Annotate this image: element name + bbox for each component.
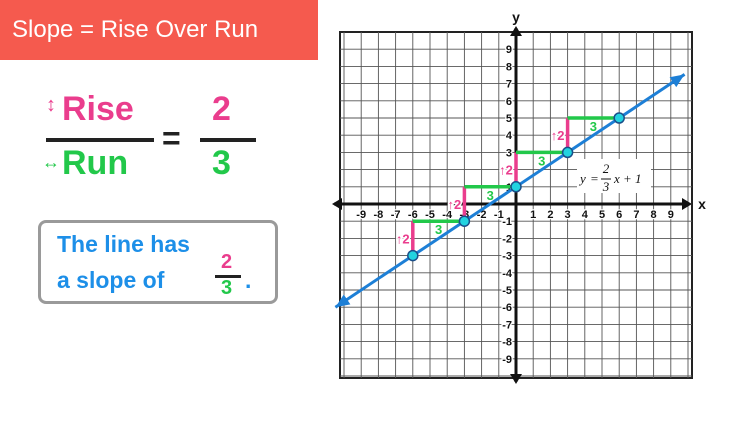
run-step-label: 3: [538, 153, 545, 168]
y-tick-label: 4: [506, 130, 513, 142]
x-tick-label: -6: [408, 209, 418, 221]
y-tick-label: -6: [502, 302, 512, 314]
y-tick-label: 8: [506, 61, 512, 73]
x-tick-label: 8: [651, 209, 657, 221]
x-tick-label: -1: [494, 209, 504, 221]
rise-over-run-ratio: ↕ Rise ↔ Run = 2 3: [40, 90, 270, 190]
rise-step-label: ↑2: [499, 163, 513, 178]
y-tick-label: 5: [506, 113, 512, 125]
equation-y: y: [578, 171, 586, 186]
vertical-arrow-icon: ↕: [46, 94, 56, 116]
y-tick-label: 3: [506, 147, 512, 159]
x-tick-label: -4: [442, 209, 453, 221]
y-tick-label: -1: [502, 216, 512, 228]
rise-step-label: ↑2: [448, 197, 462, 212]
data-point: [510, 181, 522, 193]
equation-background: [577, 159, 651, 193]
line-arrow-upper: [669, 74, 685, 88]
fraction-bar-left: [46, 138, 154, 142]
x-tick-label: 7: [633, 209, 639, 221]
data-point: [613, 112, 625, 124]
run-step-label: 3: [435, 222, 442, 237]
slope-statement-line1: The line has: [57, 231, 190, 257]
y-tick-label: 7: [506, 79, 512, 91]
x-tick-label: -9: [356, 209, 366, 221]
equation-equals: =: [590, 171, 599, 186]
x-tick-label: 5: [599, 209, 605, 221]
ratio-denominator: 3: [212, 144, 231, 182]
y-tick-label: -5: [502, 285, 512, 297]
x-tick-label: 1: [530, 209, 536, 221]
y-tick-label: -3: [502, 251, 512, 263]
horizontal-arrow-icon: ↔: [42, 152, 60, 172]
x-tick-label: -5: [425, 209, 435, 221]
equals-sign: =: [162, 120, 181, 156]
data-point: [561, 146, 574, 159]
equation-denominator: 3: [602, 179, 610, 194]
run-step-label: 3: [590, 119, 597, 134]
slope-statement-line2: a slope of: [57, 267, 165, 293]
y-axis-label: y: [512, 9, 520, 25]
x-axis-arrow-left: [332, 198, 342, 210]
y-tick-label: 6: [506, 96, 512, 108]
y-tick-label: -8: [502, 337, 512, 349]
y-tick-label: -4: [502, 268, 513, 280]
data-point: [407, 249, 419, 262]
y-tick-label: -2: [502, 233, 512, 245]
linear-function-line: [334, 73, 686, 309]
x-tick-label: 3: [565, 209, 571, 221]
x-tick-label: 2: [547, 209, 553, 221]
y-tick-label: 2: [506, 165, 512, 177]
rise-label: Rise: [62, 90, 134, 128]
run-label: Run: [62, 144, 129, 182]
slope-statement-box: The line has a slope of 2 3 .: [38, 220, 278, 304]
y-tick-label: -7: [502, 319, 512, 331]
equation-rest: x + 1: [613, 171, 642, 186]
title-text: Slope = Rise Over Run: [12, 16, 259, 43]
x-tick-label: -7: [391, 209, 401, 221]
rise-step-label: ↑2: [396, 231, 410, 246]
x-tick-label: 4: [582, 209, 589, 221]
fraction-bar-right: [200, 138, 256, 142]
y-tick-label: -9: [502, 354, 512, 366]
x-tick-label: -8: [374, 209, 384, 221]
slope-period: .: [245, 267, 252, 293]
x-tick-label: 6: [616, 209, 622, 221]
y-axis-arrow-down: [510, 374, 522, 384]
x-axis-arrow-right: [682, 198, 692, 210]
y-tick-label: 9: [506, 44, 512, 56]
ratio-numerator: 2: [212, 90, 231, 128]
y-axis-arrow-up: [510, 26, 522, 36]
x-tick-label: 9: [668, 209, 674, 221]
slope-numerator: 2: [221, 251, 233, 273]
x-axis-label: x: [698, 196, 706, 212]
title-banner: Slope = Rise Over Run: [0, 0, 318, 60]
data-point: [458, 215, 471, 227]
equation-numerator: 2: [603, 161, 610, 176]
rise-step-label: ↑2: [551, 128, 565, 143]
slope-denominator: 3: [221, 277, 233, 299]
line-arrow-lower: [335, 294, 351, 308]
run-step-label: 3: [487, 188, 494, 203]
slope-fraction-bar: [215, 275, 241, 278]
